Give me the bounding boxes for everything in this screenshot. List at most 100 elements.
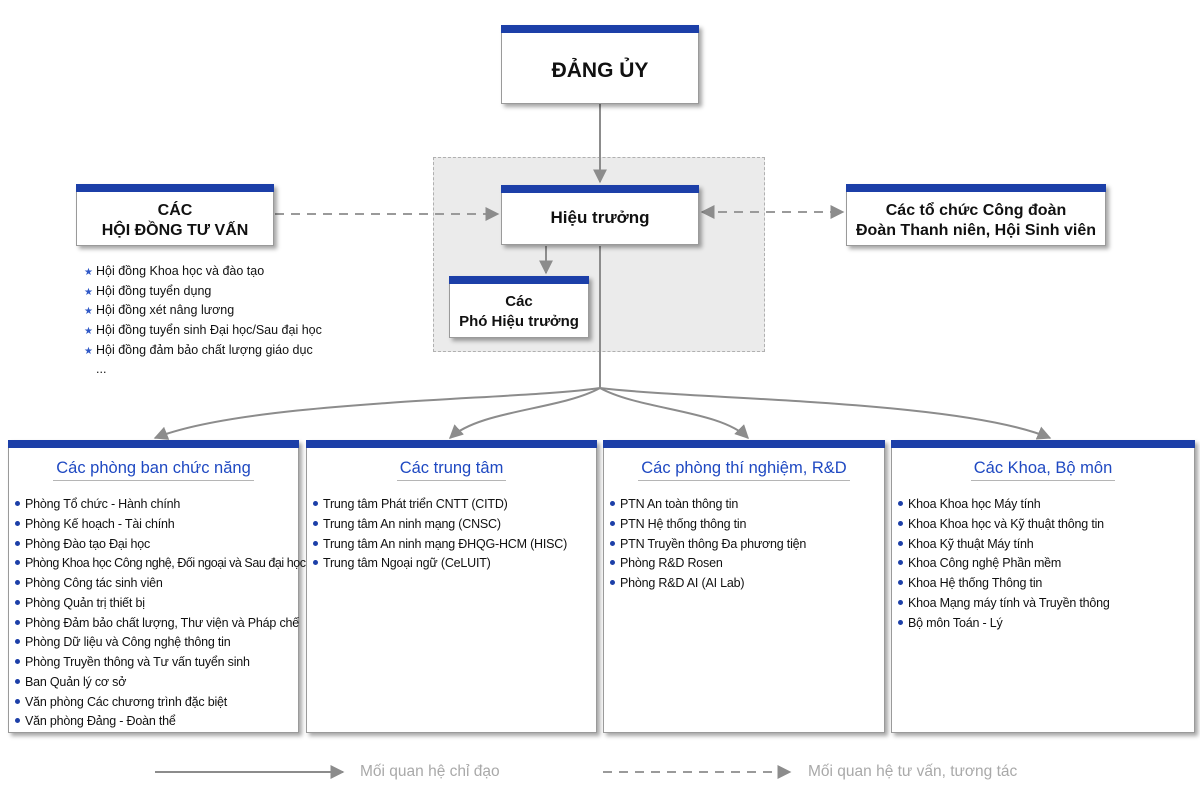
labs-box: Các phòng thí nghiệm, R&D PTN An toàn th… [603, 440, 885, 733]
bullet-icon [15, 560, 20, 566]
bullet-icon [610, 580, 615, 586]
centers-title: Các trung tâm [396, 459, 507, 481]
faculties-title: Các Khoa, Bộ môn [970, 459, 1116, 481]
bullet-icon [898, 619, 903, 625]
branch-arrow-departments [153, 387, 601, 440]
list-item: ★Hội đồng đảm bảo chất lượng giáo dục [84, 341, 322, 361]
bullet-icon [15, 639, 20, 645]
branch-arrow-labs [599, 387, 749, 439]
list-item: Phòng Tổ chức - Hành chính [15, 495, 306, 515]
unions-line2: Đoàn Thanh niên, Hội Sinh viên [855, 222, 1096, 239]
vice-principals-line1: Các [505, 293, 533, 310]
bullet-icon [15, 599, 20, 605]
list-ellipsis: ★... [96, 362, 107, 377]
list-item: Trung tâm An ninh mạng (CNSC) [313, 515, 567, 535]
list-item: Trung tâm Ngoại ngữ (CeLUIT) [313, 554, 567, 574]
bullet-icon [898, 501, 903, 507]
list-item: ★Hội đồng tuyển dụng [84, 282, 322, 302]
list-item: Khoa Khoa học Máy tính [898, 495, 1110, 515]
departments-box: Các phòng ban chức năng Phòng Tổ chức - … [8, 440, 306, 733]
list-item: Khoa Mạng máy tính và Truyền thông [898, 594, 1110, 614]
list-item: Phòng Đảm bảo chất lượng, Thư viện và Ph… [15, 614, 306, 634]
list-item: Trung tâm An ninh mạng ĐHQG-HCM (HISC) [313, 535, 567, 555]
list-item: Phòng Công tác sinh viên [15, 574, 306, 594]
list-item: Phòng Khoa học Công nghệ, Đối ngoại và S… [15, 554, 306, 574]
list-item: Phòng Quản trị thiết bị [15, 594, 306, 614]
star-icon: ★ [84, 286, 93, 298]
box-accent-bar [603, 440, 885, 448]
list-item: PTN Truyền thông Đa phương tiện [610, 535, 806, 555]
list-item: PTN An toàn thông tin [610, 495, 806, 515]
list-item: Bộ môn Toán - Lý [898, 614, 1110, 634]
departments-list: Phòng Tổ chức - Hành chính Phòng Kế hoạc… [15, 495, 306, 732]
list-item: Khoa Khoa học và Kỹ thuật thông tin [898, 515, 1110, 535]
unions-line1: Các tổ chức Công đoàn [885, 202, 1067, 219]
bullet-icon [15, 520, 20, 526]
party-committee-title: ĐẢNG ỦY [551, 59, 649, 82]
bullet-icon [313, 501, 318, 507]
list-item: Phòng R&D Rosen [610, 554, 806, 574]
centers-box: Các trung tâm Trung tâm Phát triển CNTT … [306, 440, 597, 733]
list-item: Phòng Kế hoạch - Tài chính [15, 515, 306, 535]
list-item: Văn phòng Đảng - Đoàn thể [15, 712, 306, 732]
list-item: Trung tâm Phát triển CNTT (CITD) [313, 495, 567, 515]
faculties-box: Các Khoa, Bộ môn Khoa Khoa học Máy tính … [891, 440, 1195, 733]
bullet-icon [15, 619, 20, 625]
bullet-icon [15, 580, 20, 586]
list-item: PTN Hệ thống thông tin [610, 515, 806, 535]
list-item: Khoa Hệ thống Thông tin [898, 574, 1110, 594]
bullet-icon [15, 659, 20, 665]
list-item: ★Hội đồng Khoa học và đào tạo [84, 262, 322, 282]
star-icon: ★ [84, 345, 93, 357]
list-item: ★Hội đồng tuyển sinh Đại học/Sau đại học [84, 321, 322, 341]
star-icon: ★ [84, 267, 93, 278]
bullet-icon [15, 718, 20, 724]
bullet-icon [610, 560, 615, 566]
faculties-list: Khoa Khoa học Máy tính Khoa Khoa học và … [898, 495, 1110, 633]
box-accent-bar [76, 184, 274, 192]
list-item: Phòng Đào tạo Đại học [15, 535, 306, 555]
bullet-icon [898, 520, 903, 526]
box-accent-bar [8, 440, 299, 448]
box-accent-bar [306, 440, 597, 448]
list-item: Phòng Dữ liệu và Công nghệ thông tin [15, 633, 306, 653]
bullet-icon [313, 520, 318, 526]
bullet-icon [898, 599, 903, 605]
star-icon: ★ [84, 326, 93, 338]
bullet-icon [610, 540, 615, 546]
bullet-icon [15, 540, 20, 546]
bullet-icon [15, 698, 20, 704]
unions-box: Các tổ chức Công đoàn Đoàn Thanh niên, H… [846, 184, 1106, 246]
centers-list: Trung tâm Phát triển CNTT (CITD) Trung t… [313, 495, 567, 574]
labs-list: PTN An toàn thông tin PTN Hệ thống thông… [610, 495, 806, 594]
party-committee-box: ĐẢNG ỦY [501, 25, 699, 104]
bullet-icon [15, 501, 20, 507]
list-item: Khoa Công nghệ Phần mềm [898, 554, 1110, 574]
list-item: Ban Quản lý cơ sở [15, 673, 306, 693]
vice-principals-line2: Phó Hiệu trưởng [459, 313, 579, 330]
bullet-icon [610, 520, 615, 526]
bullet-icon [898, 580, 903, 586]
star-icon: ★ [84, 306, 93, 318]
box-accent-bar [449, 276, 589, 284]
bullet-icon [898, 540, 903, 546]
advisory-councils-line1: CÁC [157, 202, 193, 219]
bullet-icon [313, 560, 318, 566]
vice-principals-box: Các Phó Hiệu trưởng [449, 276, 589, 338]
list-item: Phòng Truyền thông và Tư vấn tuyển sinh [15, 653, 306, 673]
advisory-councils-list: ★Hội đồng Khoa học và đào tạo ★Hội đồng … [84, 262, 322, 380]
list-item: Phòng R&D AI (AI Lab) [610, 574, 806, 594]
box-accent-bar [501, 25, 699, 33]
departments-title: Các phòng ban chức năng [53, 459, 254, 481]
advisory-councils-box: CÁC HỘI ĐỒNG TƯ VẤN [76, 184, 274, 246]
principal-title: Hiệu trưởng [550, 208, 650, 227]
list-item: Khoa Kỹ thuật Máy tính [898, 535, 1110, 555]
box-accent-bar [846, 184, 1106, 192]
box-accent-bar [891, 440, 1195, 448]
principal-box: Hiệu trưởng [501, 185, 699, 245]
branch-arrow-faculties [599, 387, 1052, 440]
branch-arrow-centers [448, 387, 601, 439]
list-item: Văn phòng Các chương trình đặc biệt [15, 693, 306, 713]
bullet-icon [898, 560, 903, 566]
